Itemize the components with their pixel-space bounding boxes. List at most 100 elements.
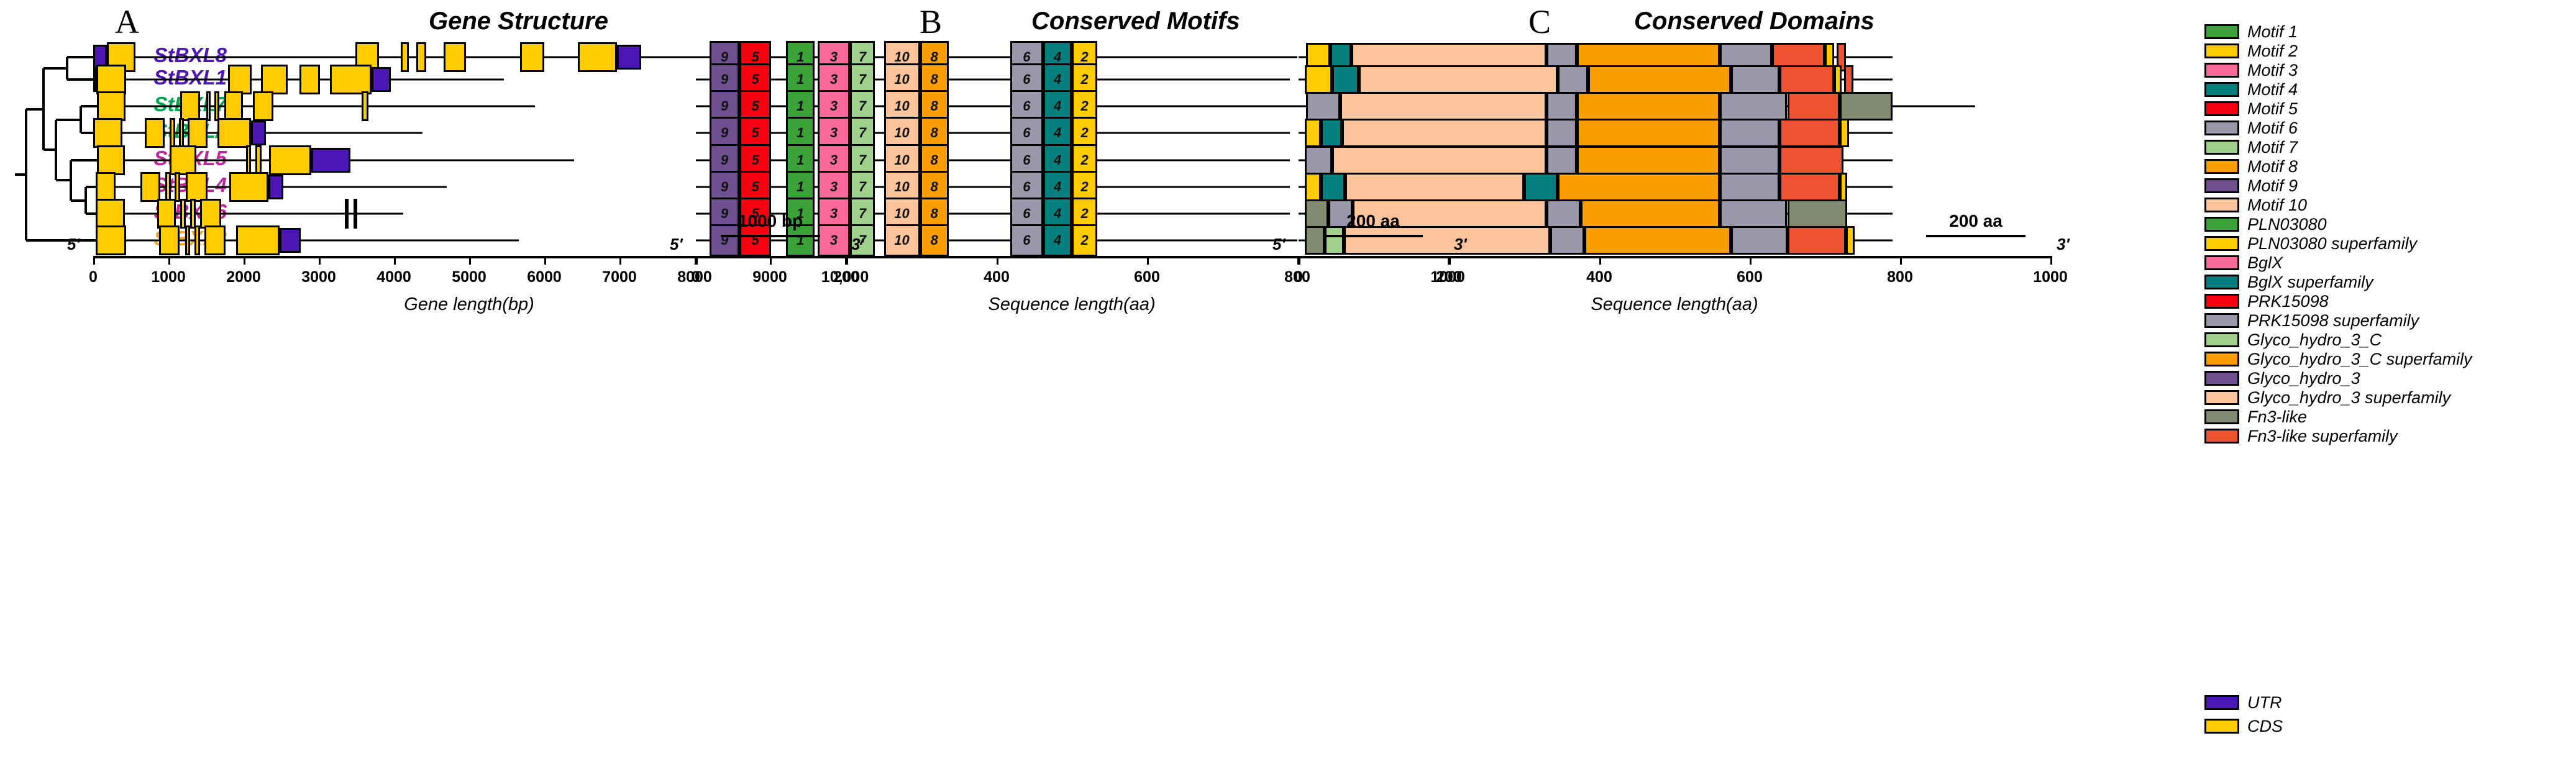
motif-box-9: 9 bbox=[709, 224, 740, 257]
motif-swatch bbox=[2204, 198, 2239, 212]
domain-legend-item[interactable]: PRK15098 superfamily bbox=[2204, 311, 2419, 330]
motif-box-6: 6 bbox=[1010, 224, 1043, 257]
domain-swatch bbox=[2204, 332, 2239, 347]
domain-legend-item[interactable]: Glyco_hydro_3 bbox=[2204, 368, 2360, 388]
motif-legend-item[interactable]: Motif 5 bbox=[2204, 99, 2298, 118]
domain-box-pln03080_sf bbox=[1845, 226, 1855, 255]
axis-tick-label: 1000 bbox=[151, 268, 186, 286]
axis-tick-label: 6000 bbox=[527, 268, 562, 286]
domain-legend-label: PLN03080 bbox=[2247, 214, 2327, 234]
tree-branch bbox=[25, 109, 27, 240]
scalebar-bar-b bbox=[1323, 235, 1423, 237]
domain-row bbox=[1299, 167, 2069, 207]
axis-tick bbox=[1297, 256, 1299, 265]
track-backbone bbox=[696, 132, 1290, 134]
cds-box bbox=[252, 91, 274, 121]
motif-legend-item[interactable]: Motif 3 bbox=[2204, 60, 2298, 80]
motif-legend-item[interactable]: Motif 7 bbox=[2204, 138, 2298, 157]
track-backbone bbox=[696, 212, 1290, 215]
axis-tick-label: 400 bbox=[984, 268, 1010, 286]
motif-legend-label: Motif 2 bbox=[2247, 41, 2298, 60]
axis-tick bbox=[394, 256, 396, 265]
motif-legend-item[interactable]: Motif 9 bbox=[2204, 176, 2298, 195]
domain-legend-item[interactable]: Glyco_hydro_3_C superfamily bbox=[2204, 350, 2472, 368]
motif-legend-item[interactable]: Motif 10 bbox=[2204, 195, 2308, 214]
tree-branch bbox=[67, 56, 103, 58]
tree-branch bbox=[55, 119, 57, 181]
axis-tick bbox=[1449, 256, 1451, 265]
structure-legend-item[interactable]: CDS bbox=[2204, 717, 2283, 735]
domain-legend-item[interactable]: BglX superfamily bbox=[2204, 272, 2373, 291]
axis-tick bbox=[93, 256, 95, 265]
domain-legend-item[interactable]: BglX bbox=[2204, 253, 2283, 272]
scalebar-label-c: 200 aa bbox=[1949, 211, 2003, 230]
track-backbone bbox=[696, 56, 1297, 58]
motif-legend-label: Motif 10 bbox=[2247, 195, 2308, 214]
motif-legend-label: Motif 3 bbox=[2247, 60, 2298, 80]
domain-box-prk15098_sf bbox=[1719, 119, 1780, 147]
motif-swatch bbox=[2204, 121, 2239, 135]
tree-branch bbox=[26, 239, 103, 242]
utr-box bbox=[93, 67, 97, 92]
gene-label-stbxl8[interactable]: StBXL8 bbox=[153, 43, 227, 66]
axis-tick bbox=[695, 256, 697, 265]
domain-swatch bbox=[2204, 429, 2239, 444]
domain-box-ghc_sf bbox=[1584, 226, 1731, 255]
axis-line bbox=[696, 256, 1448, 258]
domain-legend-item[interactable]: PLN03080 bbox=[2204, 214, 2327, 234]
domain-swatch bbox=[2204, 390, 2239, 405]
domain-swatch bbox=[2204, 313, 2239, 328]
domain-box-prk15098_sf bbox=[1546, 92, 1577, 121]
structure-swatch bbox=[2204, 695, 2239, 710]
motif-legend-item[interactable]: Motif 8 bbox=[2204, 157, 2298, 176]
domain-box-pln03080_sf bbox=[1304, 65, 1333, 94]
axis-tick-label: 0 bbox=[89, 268, 98, 286]
axis-tick bbox=[1147, 256, 1149, 265]
motif-legend-item[interactable]: Motif 2 bbox=[2204, 41, 2298, 60]
track-backbone bbox=[696, 239, 1297, 242]
domain-legend-item[interactable]: Fn3-like bbox=[2204, 407, 2308, 426]
domain-legend-label: PLN03080 superfamily bbox=[2247, 234, 2418, 253]
gene-structure-row bbox=[93, 221, 864, 260]
scalebar-label-a: 1000 bp bbox=[738, 211, 803, 230]
cds-box bbox=[95, 225, 127, 255]
motif-legend-item[interactable]: Motif 6 bbox=[2204, 119, 2298, 137]
tree-branch bbox=[81, 132, 103, 134]
domain-box-gh3_sf bbox=[1343, 226, 1551, 255]
domain-box-fn3 bbox=[1840, 92, 1893, 121]
motif-swatch bbox=[2204, 159, 2239, 174]
structure-legend-item[interactable]: UTR bbox=[2204, 693, 2282, 712]
axis-tick bbox=[696, 256, 698, 265]
motif-box-10: 10 bbox=[884, 224, 920, 257]
domain-box-pln03080_sf bbox=[1304, 119, 1322, 147]
motif-legend-item[interactable]: Motif 4 bbox=[2204, 80, 2298, 99]
panel-title-gene-structure: Gene Structure bbox=[429, 7, 608, 35]
axis-5prime-label: 5' bbox=[670, 235, 683, 253]
motif-box-8: 8 bbox=[920, 224, 949, 257]
domain-swatch bbox=[2204, 236, 2239, 251]
domain-legend-item[interactable]: Glyco_hydro_3_C bbox=[2204, 330, 2382, 349]
domain-legend-item[interactable]: Fn3-like superfamily bbox=[2204, 427, 2398, 445]
domain-box-gh3_sf bbox=[1358, 65, 1558, 94]
domain-legend-label: Fn3-like bbox=[2247, 407, 2308, 426]
domain-legend-label: Glyco_hydro_3 bbox=[2247, 368, 2360, 388]
domain-box-prk15098_sf bbox=[1730, 226, 1788, 255]
domain-legend-item[interactable]: Glyco_hydro_3 superfamily bbox=[2204, 388, 2450, 407]
panel-letter-a: A bbox=[115, 3, 139, 40]
axis-title: Sequence length(aa) bbox=[1591, 294, 1758, 314]
track-backbone bbox=[696, 159, 1290, 162]
domain-legend-item[interactable]: PRK15098 bbox=[2204, 292, 2329, 311]
axis-tick-label: 600 bbox=[1737, 268, 1763, 286]
domain-swatch bbox=[2204, 255, 2239, 270]
track-backbone bbox=[93, 212, 403, 215]
motif-legend-item[interactable]: Motif 1 bbox=[2204, 22, 2298, 41]
domain-box-ghc bbox=[1325, 226, 1344, 255]
gene-label-stbxl1[interactable]: StBXL1 bbox=[153, 66, 227, 89]
domain-swatch bbox=[2204, 217, 2239, 232]
domain-legend-label: BglX superfamily bbox=[2247, 272, 2373, 291]
domain-legend-item[interactable]: PLN03080 superfamily bbox=[2204, 234, 2418, 253]
axis-tick-label: 200 bbox=[1436, 268, 1462, 286]
axis-3prime-label: 3' bbox=[1454, 235, 1467, 253]
